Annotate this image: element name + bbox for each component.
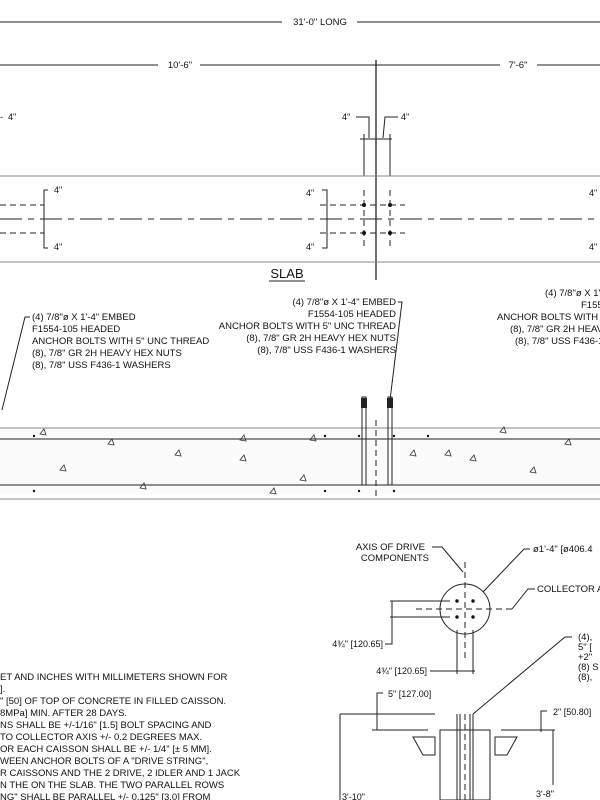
drawing-text: F1554-105 HEADED <box>308 309 396 320</box>
anchor-bolt <box>387 396 393 486</box>
span-dimensions: 10'-6" 7'-6" <box>0 60 600 280</box>
drawing-text: ANCHOR BOLTS WITH 5" UNC THREAD <box>497 312 600 323</box>
drawing-text: COMPONENTS <box>361 553 429 564</box>
drawing-text: (8), 7/8" GR 2H HEAVY HEX NUTS <box>32 348 182 359</box>
drawing-text: (8) S <box>578 662 599 673</box>
bolt-dot <box>388 203 392 207</box>
bolt-note-right: (4) 7/8"ø X 1'-4" EMBED F1554-105 HEADED… <box>497 288 600 347</box>
drawing-text: " [50] OF TOP OF CONCRETE IN FILLED CAIS… <box>0 696 226 707</box>
drawing-text: ET AND INCHES WITH MILLIMETERS SHOWN FOR <box>0 672 227 683</box>
bolt-note-center: (4) 7/8"ø X 1'-4" EMBED F1554-105 HEADED… <box>219 297 403 401</box>
dim-label: 4" <box>589 188 597 198</box>
drawing-text: TO COLLECTOR AXIS +/- 0.2 DEGREES MAX. <box>0 732 202 743</box>
drawing-text: 4¾" [120.65] <box>376 666 427 676</box>
drawing-text: R CAISSONS AND THE 2 DRIVE, 2 IDLER AND … <box>0 768 241 779</box>
drawing-text: 3'-8" <box>536 789 554 799</box>
drawing-text: 5" [127.00] <box>388 689 431 699</box>
drawing-text: (4), <box>578 632 592 643</box>
drawing-text: (4) 7/8"ø X 1'-4" EMBED <box>292 297 396 308</box>
drawing-text: N THE ON THE SLAB. THE TWO PARALLEL ROWS <box>0 780 224 791</box>
drawing-text: NG" SHALL BE PARALLEL +/- 0.125" [3.0] F… <box>0 792 211 800</box>
svg-text:-: - <box>0 112 3 122</box>
drawing-text: COLLECTOR A <box>537 584 600 595</box>
drawing-text: 3'-10" <box>342 792 365 800</box>
drawing-text: (8), 7/8" USS F436-1 WASHERS <box>257 345 396 356</box>
plan-detail: AXIS OF DRIVE COMPONENTS ø1'-4" [ø406.4 … <box>332 542 600 715</box>
drawing-text: OR EACH CAISSON SHALL BE +/- 1/4" [± 5 M… <box>0 744 212 755</box>
dim-label: 4" <box>8 112 16 122</box>
drawing-text: ANCHOR BOLTS WITH 5" UNC THREAD <box>219 321 396 332</box>
drawing-text: (4) 7/8"ø X 1'-4" EMBED <box>32 312 136 323</box>
dim-label: 4" <box>54 242 62 252</box>
bolt-dot <box>388 231 392 235</box>
drawing-text: ]. <box>0 684 5 695</box>
drawing-text: ø1'-4" [ø406.4 <box>533 544 593 555</box>
dim-label: 4" <box>589 242 597 252</box>
top-bolt-dims: - 4" 4" 4" <box>0 112 409 176</box>
general-notes: ET AND INCHES WITH MILLIMETERS SHOWN FOR… <box>0 672 241 800</box>
drawing-text: (8), 7/8" USS F436-1 WASHERS <box>515 336 600 347</box>
dim-label: 4" <box>54 185 62 195</box>
drawing-text: 5" [ <box>578 642 592 653</box>
slab-title: SLAB <box>270 266 303 281</box>
slab-plan: 4" 4" 4" 4" 4" 4" <box>0 175 600 263</box>
drawing-text: 8MPa] MIN. AFTER 28 DAYS. <box>0 708 127 719</box>
drawing-text: 2" [50.80] <box>553 707 591 717</box>
drawing-text: WEEN ANCHOR BOLTS OF A "DRIVE STRING", <box>0 756 208 767</box>
drawing-text: (8), 7/8" GR 2H HEAVY HEX NUTS <box>246 333 396 344</box>
caisson-elevation: 5" [127.00] 3'-10" 2" [50.80] 3'-8" <box>339 689 591 800</box>
drawing-text: +2" <box>578 652 592 663</box>
drawing-text: (8), <box>578 672 592 683</box>
aggregate-marks <box>39 426 572 495</box>
right-span-label: 7'-6" <box>509 60 528 71</box>
drawing-text: 4¾" [120.65] <box>332 639 383 649</box>
dim-label: 4" <box>306 242 314 252</box>
drawing-text: (8), 7/8" GR 2H HEAVY HEX NUTS <box>510 324 600 335</box>
drawing-text: ANCHOR BOLTS WITH 5" UNC THREAD <box>32 336 209 347</box>
drawing-text: AXIS OF DRIVE <box>356 542 425 553</box>
overall-dimension: 31'-0" LONG <box>0 17 600 28</box>
dim-label: 4" <box>342 112 350 122</box>
bolt-dot <box>362 231 366 235</box>
slab-section <box>0 396 600 500</box>
overall-length-label: 31'-0" LONG <box>293 17 347 28</box>
left-span-label: 10'-6" <box>168 60 192 71</box>
drawing-text: F1554-105 HEADED <box>32 324 120 335</box>
drawing-text: NS SHALL BE +/-1/16" [1.5] BOLT SPACING … <box>0 720 211 731</box>
drawing-text: (8), 7/8" USS F436-1 WASHERS <box>32 360 171 371</box>
anchor-bolt <box>361 396 367 486</box>
drawing-text: F1554-105 HEADED <box>581 300 600 311</box>
drawing-text: (4) 7/8"ø X 1'-4" EMBED <box>545 288 600 299</box>
dim-label: 4" <box>306 188 314 198</box>
bolt-note-left: (4) 7/8"ø X 1'-4" EMBED F1554-105 HEADED… <box>1 312 209 411</box>
bolt-dot <box>362 203 366 207</box>
dim-label: 4" <box>401 112 409 122</box>
